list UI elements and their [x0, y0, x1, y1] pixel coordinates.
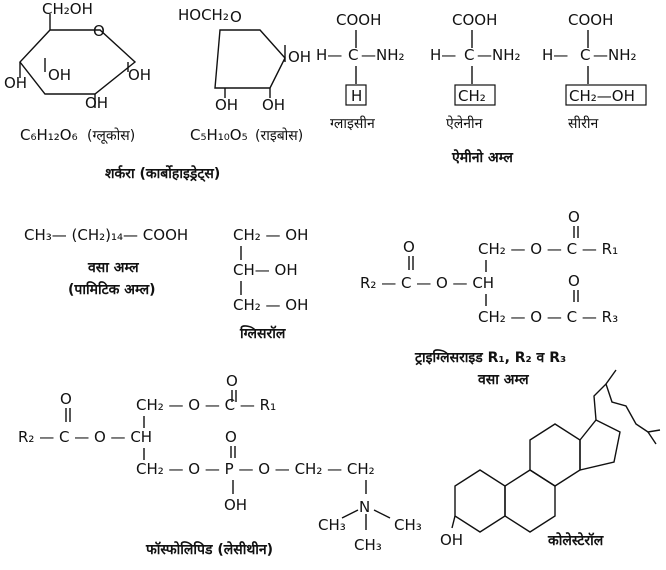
alanine-r: CH₂ — [458, 87, 486, 105]
glucose-oh-left: OH — [4, 74, 27, 92]
cholesterol-oh: OH — [440, 531, 463, 549]
phospholipid-o-top: O — [226, 372, 238, 390]
cholesterol-ring-d — [579, 419, 621, 471]
fatty-acid-sublabel: (पामिटिक अम्ल) — [68, 281, 156, 298]
glucose-ch2oh: CH₂OH — [42, 0, 93, 18]
phospholipid-o-p: O — [225, 428, 237, 446]
glycine-r: H — [351, 87, 362, 105]
glycerol-row-3: CH₂ — OH — [233, 296, 308, 314]
sugars-group-label: शर्करा (कार्बोहाइड्रेट्स) — [105, 165, 220, 182]
glycine-name: ग्लाइसीन — [330, 115, 375, 132]
triglyceride-label: ट्राइग्लिसराइड R₁, R₂ व R₃ — [414, 349, 566, 366]
phospholipid-oh: OH — [224, 496, 247, 514]
alanine-nh2: —NH₂ — [477, 46, 521, 64]
phospholipid-label: फॉस्फोलिपिड (लेसीथीन) — [145, 541, 273, 558]
glucose-ring — [19, 29, 137, 95]
alanine-cooh: COOH — [452, 11, 497, 29]
glycine-h: H— — [316, 46, 342, 64]
ribose-oh-bottom: OH — [262, 96, 285, 114]
fatty-acid-formula: CH₃— (CH₂)₁₄— COOH — [24, 226, 188, 244]
phospholipid-bot: CH₂ — O — P — O — CH₂ — CH₂ — [136, 460, 375, 478]
glucose-oh-right: OH — [128, 66, 151, 84]
alanine-c: C — [464, 46, 474, 64]
glucose-formula: C₆H₁₂O₆ — [20, 126, 78, 144]
ribose-hoch2: HOCH₂ — [178, 6, 229, 24]
fatty-acid-structure: CH₃— (CH₂)₁₄— COOH वसा अम्ल (पामिटिक अम्… — [24, 226, 188, 298]
triglyceride-bot: CH₂ — O — C — R₃ — [478, 308, 618, 326]
ribose-ring — [214, 29, 286, 89]
glucose-name: (ग्लूकोस) — [87, 127, 135, 144]
triglyceride-structure: O CH₂ — O — C — R₁ O R₂ — C — O — CH O C… — [360, 208, 618, 388]
ribose-formula: C₅H₁₀O₅ — [190, 126, 248, 144]
phospholipid-o-mid: O — [60, 390, 72, 408]
cholesterol-label: कोलेस्टेरॉल — [547, 532, 604, 549]
triglyceride-o-bot: O — [568, 272, 580, 290]
triglyceride-o-mid: O — [403, 238, 415, 256]
glycine-nh2: —NH₂ — [361, 46, 405, 64]
alanine-h: H— — [430, 46, 456, 64]
triglyceride-o-top: O — [568, 208, 580, 226]
ribose-structure: HOCH₂ O OH OH OH C₅H₁₀O₅ (राइबोस) — [178, 6, 311, 144]
cholesterol-structure: OH कोलेस्टेरॉल — [440, 369, 661, 549]
glycine-cooh: COOH — [336, 11, 381, 29]
phospholipid-ch3-right: CH₃ — [394, 516, 422, 534]
triglyceride-top: CH₂ — O — C — R₁ — [478, 240, 618, 258]
glucose-oh-bottom: OH — [85, 94, 108, 112]
cholesterol-ring-c — [529, 423, 581, 487]
serine-name: सीरीन — [568, 115, 598, 132]
phospholipid-n: N — [359, 498, 370, 516]
cholesterol-side-chain — [593, 382, 661, 433]
alanine-name: ऐलेनीन — [446, 115, 483, 132]
serine-c: C — [580, 46, 590, 64]
glycerol-name: ग्लिसरॉल — [239, 325, 286, 342]
phospholipid-ch3-left: CH₃ — [318, 516, 346, 534]
glucose-structure: CH₂OH O OH OH OH OH C₆H₁₂O₆ (ग्लूकोस) — [4, 0, 151, 144]
serine-structure: COOH H— C —NH₂ CH₂—OH सीरीन — [542, 11, 647, 132]
serine-nh2: —NH₂ — [593, 46, 637, 64]
glycine-c: C — [348, 46, 358, 64]
triglyceride-mid: R₂ — C — O — CH — [360, 274, 494, 292]
phospholipid-structure: O CH₂ — O — C — R₁ O R₂ — C — O — CH O C… — [18, 372, 422, 558]
glucose-ring-o: O — [93, 22, 105, 40]
fatty-acid-label: वसा अम्ल — [87, 260, 139, 276]
serine-cooh: COOH — [568, 11, 613, 29]
phospholipid-ch3-bottom: CH₃ — [354, 536, 382, 554]
serine-r: CH₂—OH — [569, 87, 635, 105]
glycerol-row-2: CH— OH — [233, 261, 298, 279]
phospholipid-mid: R₂ — C — O — CH — [18, 428, 152, 446]
glycerol-structure: CH₂ — OH CH— OH CH₂ — OH ग्लिसरॉल — [233, 226, 308, 342]
amino-acids-group-label: ऐमीनो अम्ल — [451, 149, 513, 166]
ribose-name: (राइबोस) — [255, 127, 303, 144]
phospholipid-top: CH₂ — O — C — R₁ — [136, 396, 276, 414]
glucose-oh-center: OH — [48, 66, 71, 84]
serine-h: H— — [542, 46, 568, 64]
cholesterol-ring-a — [454, 469, 506, 533]
triglyceride-sublabel: वसा अम्ल — [477, 372, 529, 388]
cholesterol-ring-b — [504, 469, 556, 533]
glycine-structure: COOH H— C —NH₂ H ग्लाइसीन — [316, 11, 405, 132]
glycerol-row-1: CH₂ — OH — [233, 226, 308, 244]
ribose-ring-o: O — [230, 8, 242, 26]
alanine-structure: COOH H— C —NH₂ CH₂ ऐलेनीन — [430, 11, 521, 132]
ribose-oh-left: OH — [215, 96, 238, 114]
ribose-oh-right: OH — [288, 48, 311, 66]
